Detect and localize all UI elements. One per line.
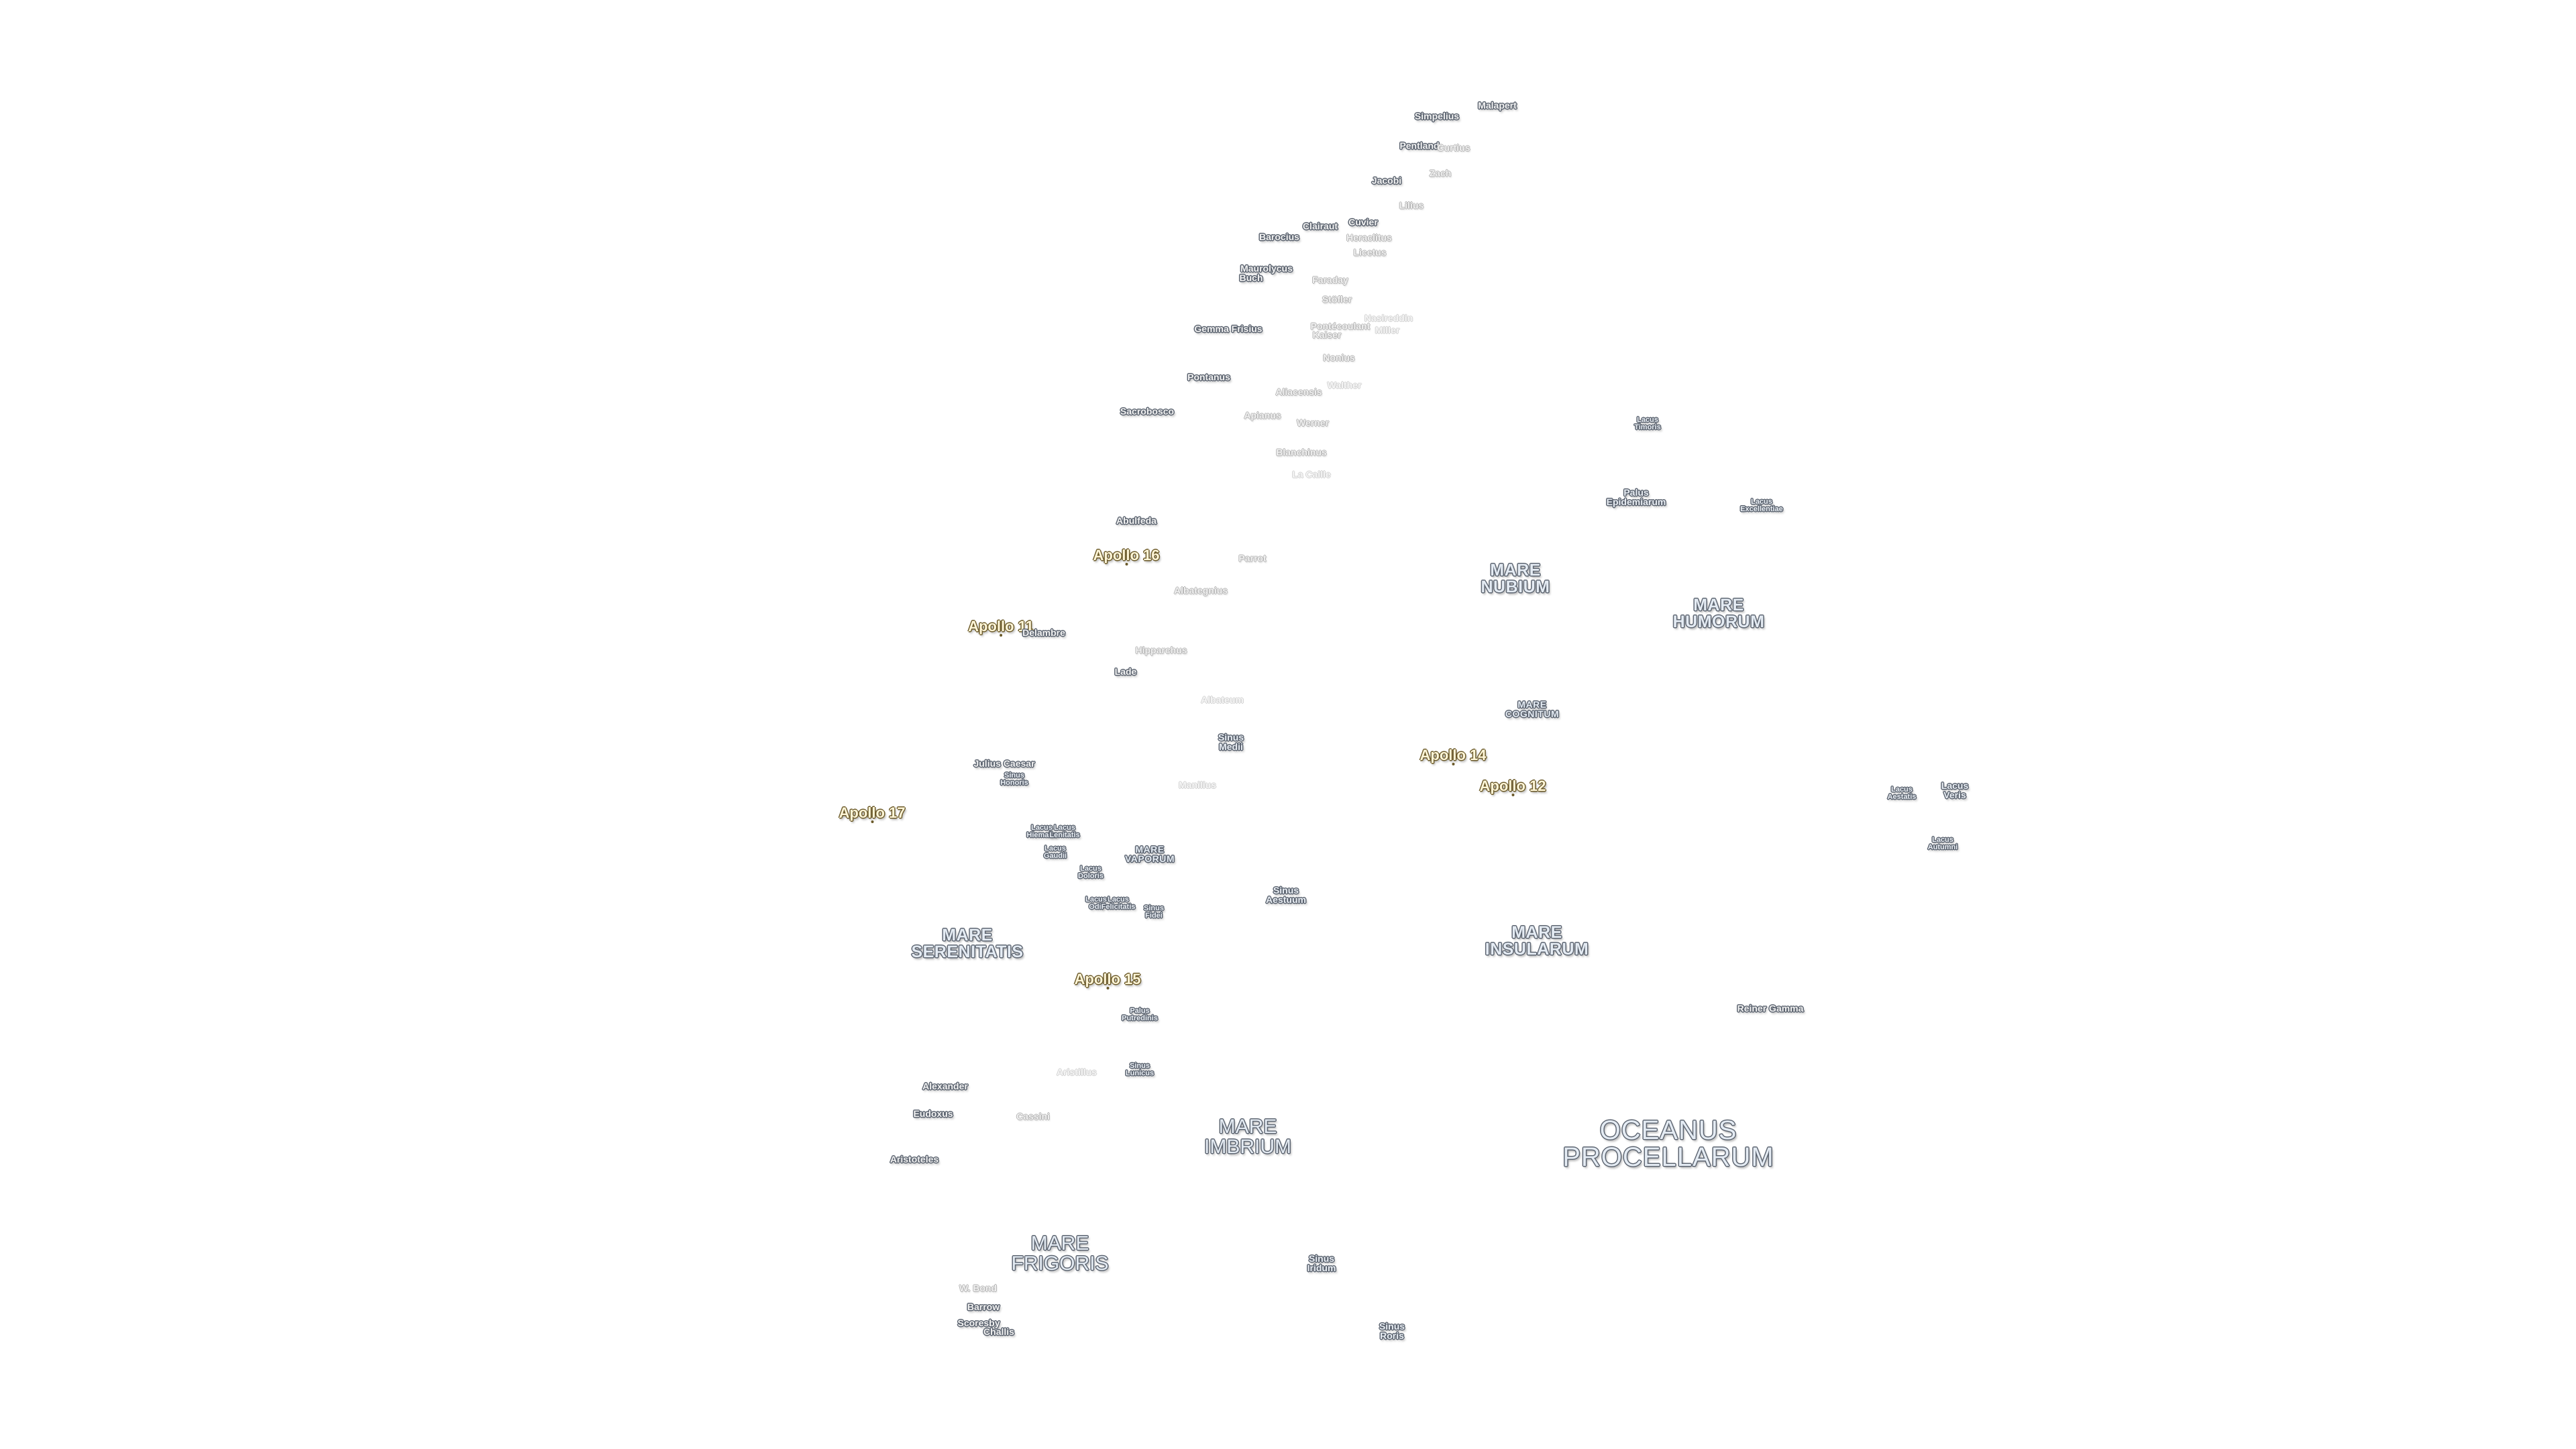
map-label-apollo-15[interactable]: Apollo 15: [1074, 971, 1141, 989]
map-label-julius-caesar[interactable]: Julius Caesar: [973, 758, 1035, 769]
map-label-buch[interactable]: Buch: [1239, 272, 1263, 283]
map-label-faraday[interactable]: Faraday: [1312, 274, 1348, 285]
map-label-maurolycus[interactable]: Maurolycus: [1240, 263, 1293, 274]
map-label-miller[interactable]: Miller: [1375, 325, 1400, 335]
map-label-lacus-excellentiae[interactable]: Lacus Excellentiae: [1740, 498, 1783, 513]
map-label-sinus-fidei[interactable]: Sinus Fidei: [1144, 904, 1164, 920]
map-label-lacus-doloris[interactable]: Lacus Doloris: [1078, 865, 1104, 880]
map-label-apollo-14[interactable]: Apollo 14: [1419, 747, 1487, 765]
map-label-albategnius[interactable]: Albategnius: [1173, 585, 1228, 596]
map-label-werner[interactable]: Werner: [1297, 417, 1329, 428]
map-label-stoefler[interactable]: Stöfler: [1322, 294, 1352, 305]
map-label-sinus-medii[interactable]: Sinus Medii: [1218, 732, 1244, 752]
map-label-lacus-veris[interactable]: Lacus Veris: [1941, 780, 1969, 800]
map-label-la-caille[interactable]: La Caille: [1292, 469, 1331, 480]
map-label-walther[interactable]: Walther: [1327, 380, 1362, 390]
map-label-scoresby[interactable]: Scoresby: [957, 1318, 1000, 1328]
map-label-sinus-lunicus[interactable]: Sinus Lunicus: [1125, 1062, 1155, 1077]
map-label-lacus-odii[interactable]: Lacus Odii: [1085, 896, 1107, 911]
map-label-blanchinus[interactable]: Blanchinus: [1276, 447, 1327, 458]
map-label-curtius[interactable]: Curtius: [1437, 142, 1470, 153]
map-label-gemma-frisius[interactable]: Gemma Frisius: [1194, 323, 1263, 334]
map-label-sinus-roris[interactable]: Sinus Roris: [1379, 1321, 1405, 1341]
map-label-lacus-aestatis[interactable]: Lacus Aestatis: [1887, 786, 1917, 801]
map-label-cuvier[interactable]: Cuvier: [1348, 217, 1378, 227]
map-label-lacus-felicitatis[interactable]: Lacus Felicitatis: [1101, 896, 1136, 911]
map-label-oceanus-procellarum[interactable]: OCEANUS PROCELLARUM: [1562, 1116, 1774, 1172]
map-label-simpelius[interactable]: Simpelius: [1414, 111, 1460, 121]
map-label-alexander[interactable]: Alexander: [922, 1081, 968, 1091]
map-label-lilius[interactable]: Lilius: [1399, 200, 1424, 211]
map-label-apollo-17[interactable]: Apollo 17: [839, 804, 906, 823]
map-label-lacus-autumni[interactable]: Lacus Autumni: [1927, 836, 1958, 851]
map-label-challis[interactable]: Challis: [983, 1326, 1014, 1337]
map-label-palus-epidemiarum[interactable]: Palus Epidemiarum: [1606, 487, 1666, 507]
map-label-barocius[interactable]: Barocius: [1259, 231, 1299, 242]
map-label-sinus-honoris[interactable]: Sinus Honoris: [1000, 771, 1028, 787]
map-label-mare-insularum[interactable]: MARE INSULARUM: [1485, 923, 1589, 959]
map-label-nasireddin[interactable]: Nasireddin: [1364, 313, 1413, 323]
map-label-apollo-12[interactable]: Apollo 12: [1479, 777, 1546, 796]
map-label-sinus-iridum[interactable]: Sinus Iridum: [1307, 1253, 1336, 1273]
map-label-palus-putredinis[interactable]: Palus Putredinis: [1122, 1007, 1158, 1022]
map-label-sinus-aestuum[interactable]: Sinus Aestuum: [1266, 885, 1306, 905]
map-label-mare-humorum[interactable]: MARE HUMORUM: [1672, 596, 1765, 631]
map-label-lacus-gaudii[interactable]: Lacus Gaudii: [1043, 845, 1067, 860]
map-label-zach[interactable]: Zach: [1429, 168, 1452, 178]
map-label-mare-serenitatis[interactable]: MARE SERENITATIS: [911, 926, 1024, 961]
map-label-malapert[interactable]: Malapert: [1478, 100, 1517, 111]
map-label-apianus[interactable]: Apianus: [1244, 410, 1281, 421]
map-label-lacus-timoris[interactable]: Lacus Timoris: [1634, 416, 1661, 431]
map-label-abulfeda[interactable]: Abulfeda: [1116, 515, 1157, 526]
map-label-mare-imbrium[interactable]: MARE IMBRIUM: [1204, 1116, 1291, 1158]
map-label-jacobi[interactable]: Jacobi: [1371, 175, 1402, 186]
map-label-mare-nubium[interactable]: MARE NUBIUM: [1481, 561, 1550, 596]
map-label-eudoxus[interactable]: Eudoxus: [913, 1108, 953, 1119]
map-label-manilius[interactable]: Manilius: [1178, 780, 1217, 790]
map-label-hipparchus[interactable]: Hipparchus: [1135, 645, 1187, 655]
map-label-delambre[interactable]: Delambre: [1022, 627, 1065, 638]
map-label-sacrobosco[interactable]: Sacrobosco: [1120, 406, 1175, 417]
map-label-parrot[interactable]: Parrot: [1238, 553, 1267, 564]
map-label-lacus-hiemalis[interactable]: Lacus Hiemalis: [1026, 824, 1057, 839]
map-label-cassini[interactable]: Cassini: [1016, 1111, 1050, 1122]
map-label-aristoteles[interactable]: Aristoteles: [890, 1154, 939, 1165]
map-label-barrow[interactable]: Barrow: [967, 1301, 1000, 1312]
map-label-licetus[interactable]: Licetus: [1353, 247, 1387, 258]
map-label-lade[interactable]: Lade: [1114, 666, 1137, 677]
map-label-apollo-11[interactable]: Apollo 11: [968, 618, 1034, 637]
map-label-mare-frigoris[interactable]: MARE FRIGORIS: [1011, 1232, 1109, 1275]
map-label-lacus-lenitatis[interactable]: Lacus Lenitatis: [1049, 824, 1080, 839]
map-label-reiner-gamma[interactable]: Reiner Gamma: [1737, 1003, 1804, 1014]
map-label-pontecoulant[interactable]: Pontécoulant: [1310, 321, 1371, 331]
map-label-mare-cognitum[interactable]: MARE COGNITUM: [1505, 699, 1560, 719]
map-label-heraclitus[interactable]: Heraclitus: [1346, 232, 1392, 243]
map-label-aristillus[interactable]: Aristillus: [1057, 1067, 1097, 1077]
map-label-aliacensis[interactable]: Aliacensis: [1275, 386, 1322, 397]
map-label-clairaut[interactable]: Clairaut: [1302, 221, 1338, 231]
map-label-pontanus[interactable]: Pontanus: [1187, 372, 1230, 382]
map-label-apollo-16[interactable]: Apollo 16: [1093, 547, 1160, 566]
map-label-nonius[interactable]: Nonius: [1323, 352, 1355, 363]
map-label-mare-vaporum[interactable]: MARE VAPORUM: [1124, 844, 1175, 864]
map-label-kaiser[interactable]: Kaiser: [1312, 329, 1342, 340]
map-label-albateum[interactable]: Albateum: [1201, 694, 1244, 705]
map-label-w-bond[interactable]: W. Bond: [959, 1283, 997, 1293]
map-label-pentland[interactable]: Pentland: [1399, 140, 1440, 151]
